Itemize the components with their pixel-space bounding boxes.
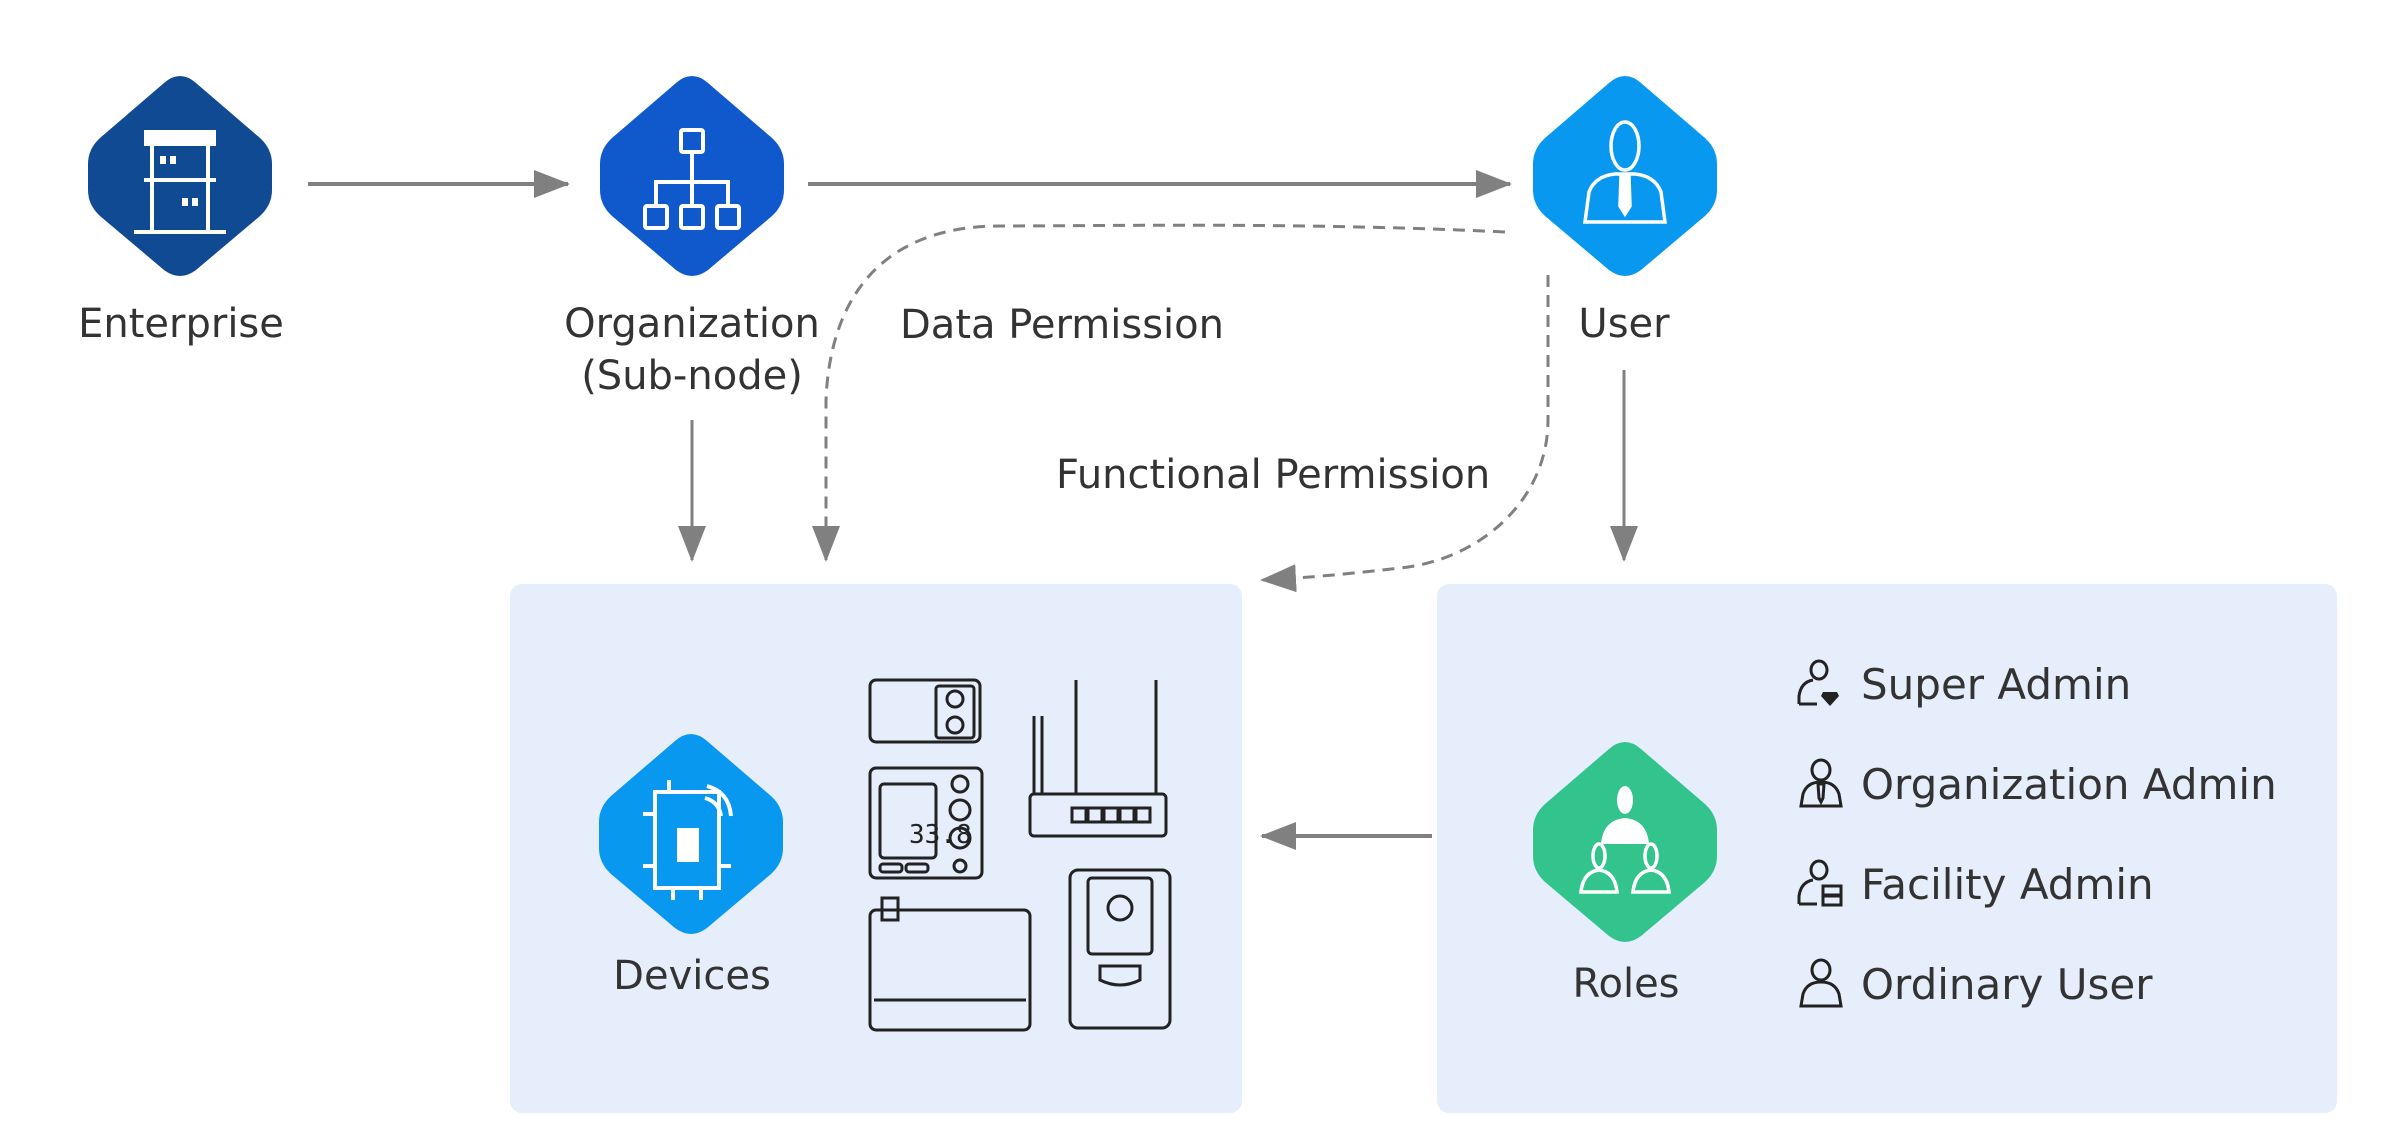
role-item-facility-admin[interactable]: Facility Admin xyxy=(1795,858,2154,910)
user-diamond-icon xyxy=(1797,659,1839,706)
role-label: Ordinary User xyxy=(1861,959,2153,1009)
devices-label: Devices xyxy=(613,953,771,999)
functional-permission-label: Functional Permission xyxy=(1056,452,1491,498)
org-chart-icon xyxy=(643,128,741,230)
organization-node[interactable] xyxy=(600,72,784,279)
roles-node[interactable] xyxy=(1533,738,1717,945)
sensor-device xyxy=(868,678,982,744)
organization-label: Organization (Sub-node) xyxy=(564,298,820,402)
role-item-super-admin[interactable]: Super Admin xyxy=(1795,658,2131,710)
role-label: Facility Admin xyxy=(1861,859,2154,909)
user-label: User xyxy=(1578,301,1670,347)
router-device xyxy=(1028,680,1168,838)
team-hierarchy-icon xyxy=(1579,786,1671,894)
gateway-device xyxy=(868,896,1032,1032)
thermostat-reading: 33.8 xyxy=(909,820,972,850)
role-label: Super Admin xyxy=(1861,659,2132,709)
enterprise-node[interactable] xyxy=(88,72,272,279)
roles-label: Roles xyxy=(1572,961,1680,1007)
user-tie-icon xyxy=(1799,758,1843,808)
data-permission-connector xyxy=(812,223,1506,562)
functional-permission-connector xyxy=(1260,275,1550,593)
data-permission-label: Data Permission xyxy=(900,302,1224,348)
user-tie-icon xyxy=(1583,120,1667,224)
device-illustrations: 33.8 xyxy=(868,678,1172,1032)
organization-label-line2: (Sub-node) xyxy=(581,353,803,399)
organization-label-line1: Organization xyxy=(564,301,820,347)
role-item-ordinary-user[interactable]: Ordinary User xyxy=(1795,958,2152,1010)
user-server-icon xyxy=(1797,859,1843,907)
thermostat-device xyxy=(868,766,984,880)
chip-wireless-icon xyxy=(643,780,733,900)
role-item-organization-admin[interactable]: Organization Admin xyxy=(1795,758,2277,810)
user-icon xyxy=(1799,958,1843,1008)
enterprise-label: Enterprise xyxy=(78,301,284,347)
user-node[interactable] xyxy=(1533,72,1717,279)
devices-node[interactable] xyxy=(599,730,783,937)
role-label: Organization Admin xyxy=(1861,759,2277,809)
camera-device xyxy=(1068,868,1172,1030)
building-icon xyxy=(134,130,226,234)
